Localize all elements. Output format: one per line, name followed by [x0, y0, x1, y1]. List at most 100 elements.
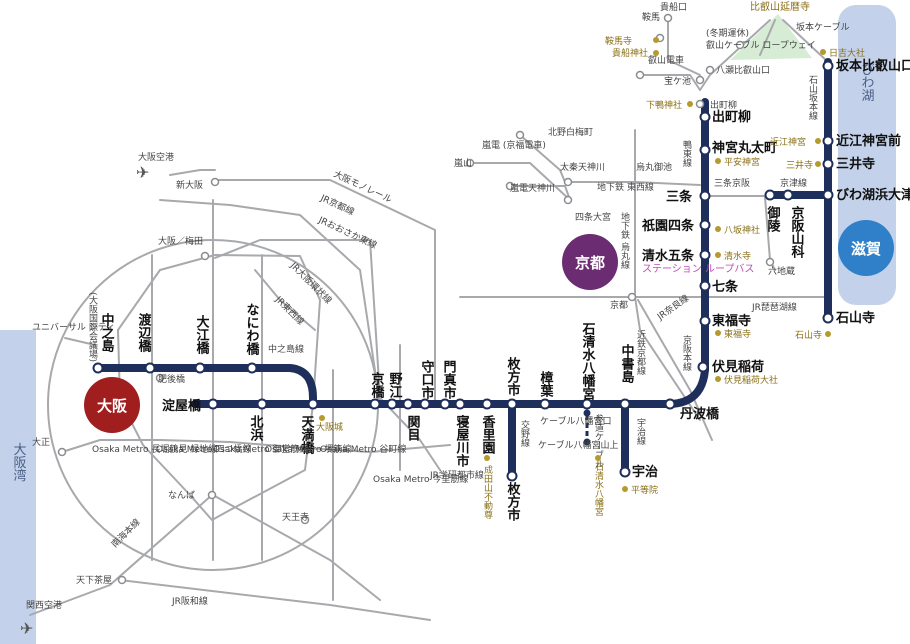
station-sekime: 関目 — [405, 415, 421, 442]
line-osaka-monorail: 大阪モノレール — [332, 168, 394, 206]
station-yase: 八瀬比叡山口 — [716, 64, 770, 76]
keihan-stations — [92, 60, 834, 482]
line-kintetsu: 近鉄京都線 — [635, 329, 646, 375]
line-jr-biwako: JR琵琶湖線 — [751, 301, 797, 313]
station-sanjo-keihan: 三条京阪 — [714, 177, 750, 189]
station-sanjo: 三条 — [666, 189, 693, 205]
station-demachiyanagi-small: 出町柳 — [710, 99, 737, 111]
station-naniwabashi: なにわ橋 — [244, 303, 260, 356]
station-higobashi: 肥後橋 — [158, 373, 185, 385]
spot-hiyoshi: 日吉大社 — [829, 47, 865, 59]
airplane-icon: ✈ — [136, 163, 149, 182]
line-keihan-main: 京阪本線 — [681, 334, 692, 371]
station-osaka-airport: 大阪空港 — [138, 151, 174, 163]
station-randen-tenjingawa: 嵐電天神川 — [510, 182, 555, 194]
station-universal-city: ユニバーサル シティ — [32, 322, 115, 333]
spot-iwashimizu: 石清水八幡宮 — [593, 462, 604, 517]
station-sakamoto: 坂本比叡山口 — [836, 58, 910, 74]
station-kuzuha: 樟葉 — [538, 370, 555, 398]
station-taisho: 大正 — [32, 436, 50, 448]
spot-osaka-castle: 大阪城 — [316, 421, 343, 433]
osaka-bay — [0, 330, 36, 644]
spot-yasaka: 八坂神社 — [724, 224, 760, 236]
station-hirakata-end: 枚方市 — [505, 481, 521, 522]
station-kitano-hakubaicho: 北野白梅町 — [548, 126, 593, 138]
other-station-labels: 大阪空港 新大阪 大阪／梅田 ユニバーサル シティ 大正 なんば 天王寺 天下茶… — [26, 1, 849, 611]
spot-ishiyamadera: 石山寺 — [795, 330, 822, 341]
station-ishiyamadera: 石山寺 — [835, 310, 875, 326]
station-loop-bus: ステーション ループバス — [642, 263, 754, 275]
line-ishiyama-sakamoto: 石山坂本線 — [807, 75, 818, 120]
station-omijingumae: 近江神宮前 — [836, 133, 901, 149]
station-shijo-omiya: 四条大宮 — [575, 211, 611, 223]
station-cable-lower: ケーブル八幡宮口 — [540, 415, 611, 427]
osaka-region-badge — [84, 377, 140, 433]
line-metro-nagahori: Osaka Metro 長堀鶴見 緑地線 — [92, 443, 217, 455]
station-kiyomizugojo: 清水五条 — [642, 248, 695, 264]
line-keishin: 京津線 — [780, 177, 807, 189]
line-jr-hanwa: JR阪和線 — [171, 595, 208, 607]
spot-naritasan: 成田山不動尊 — [482, 464, 493, 520]
station-tengachaya: 天下茶屋 — [76, 574, 112, 586]
station-yodoyabashi: 淀屋橋 — [162, 398, 202, 414]
station-chushojima: 中書島 — [619, 343, 635, 384]
station-uji: 宇治 — [632, 464, 658, 480]
station-miidera: 三井寺 — [836, 156, 875, 172]
station-kyoto: 京都 — [610, 299, 628, 311]
line-metro-yotsubashi: Osaka Metro 四つ橋線 — [156, 443, 251, 455]
station-jingumarutamachi: 神宮丸太町 — [712, 140, 777, 156]
other-stations — [57, 13, 775, 585]
station-kadomashi: 門真市 — [441, 360, 457, 400]
line-metro-sakaisuji: Osaka Metro 堺筋線 — [265, 443, 351, 455]
line-metro-tanimachi: Osaka Metro 谷町線 — [320, 443, 406, 455]
station-kitahama: 北浜 — [248, 415, 264, 442]
kyoto-region-badge — [562, 234, 618, 290]
station-cable-upper: ケーブル八幡宮山上 — [538, 439, 618, 451]
station-uzumasa: 太秦天神川 — [560, 161, 605, 173]
line-katano: 交野線 — [519, 419, 530, 447]
hieizan-eizan-cable: 叡山ケーブル ロープウェイ — [706, 39, 816, 51]
spot-omi-jingu: 近江神宮 — [770, 136, 806, 148]
station-kurama: 鞍馬 — [642, 11, 660, 23]
station-tambabashi: 丹波橋 — [680, 406, 720, 422]
station-eizan-railway: 叡山電車 — [648, 54, 684, 66]
station-gionshijo: 祇園四条 — [641, 218, 695, 234]
shiga-region-badge — [838, 220, 894, 276]
station-fushimiinari: 伏見稲荷 — [712, 359, 764, 375]
station-demachiyanagi: 出町柳 — [712, 109, 751, 125]
station-biwako-hamaotsu: びわ湖浜大津 — [836, 187, 910, 203]
lake-biwa-label: びわ湖 — [859, 63, 875, 102]
station-keihanyamashina: 京阪山科 — [789, 205, 805, 259]
station-korien: 香里園 — [480, 414, 497, 455]
spot-kiyomizudera: 清水寺 — [724, 250, 751, 262]
line-jr-tozai: JR東西線 — [272, 293, 307, 328]
station-tennoji: 天王寺 — [282, 512, 309, 523]
station-kansai-airport: 関西空港 — [26, 599, 62, 611]
line-metro-imazato: Osaka Metro 今里筋線 — [373, 473, 468, 485]
line-nakanoshima: 中之島線 — [268, 343, 304, 355]
spot-kurama-temple: 鞍馬寺 — [605, 35, 632, 47]
spot-heian: 平安神宮 — [724, 156, 760, 168]
station-rokujizo: 六地蔵 — [768, 265, 795, 277]
station-labels: 中之島 (大阪国際会議場) 渡辺橋 大江橋 なにわ橋 中之島線 淀屋橋 北浜 天… — [87, 58, 910, 522]
line-kamogawa: 鴨東線 — [681, 139, 692, 167]
line-uji: 宇治線 — [635, 417, 646, 445]
line-jr-gakken: JR学研都市線 — [429, 469, 484, 481]
station-kibune: 貴船口 — [660, 1, 687, 13]
station-takaragaike: 宝ケ池 — [664, 75, 691, 87]
station-hirakatashi: 枚方市 — [505, 356, 521, 397]
line-cable: 参道ケーブル — [593, 413, 604, 468]
airplane-icon: ✈ — [20, 619, 33, 638]
station-nakanoshima: 中之島 — [99, 312, 115, 353]
station-karasuma-oike: 烏丸御池 — [636, 161, 672, 173]
station-watanabebashi: 渡辺橋 — [136, 312, 152, 353]
spot-tofukuji: 東福寺 — [724, 328, 751, 340]
station-neyagawashi: 寝屋川市 — [454, 414, 471, 468]
line-subway-tozai: 地下鉄 東西線 — [597, 181, 654, 193]
hieizan-enryakuji-label: 比叡山延暦寺 — [750, 0, 810, 13]
osaka-bay-label: 大阪湾 — [11, 443, 27, 482]
hieizan-sakamoto-cable: 坂本ケーブル — [796, 21, 849, 33]
spot-miidera: 三井寺 — [786, 159, 813, 171]
line-subway-karasuma: 地下鉄 烏丸線 — [619, 211, 630, 269]
kyoto-region-label: 京都 — [575, 254, 605, 272]
